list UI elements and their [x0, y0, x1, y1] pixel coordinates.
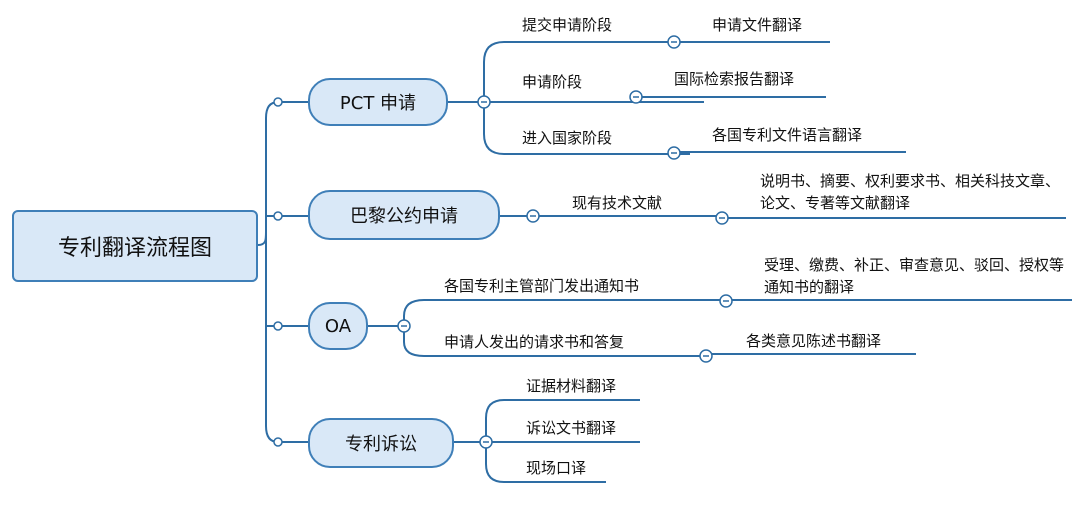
branch-pct[interactable]: PCT 申请: [308, 78, 448, 126]
branch-link-lines: [282, 101, 308, 443]
branch-oa[interactable]: OA: [308, 302, 368, 350]
pct-leaf-underlines: [635, 41, 906, 153]
topic-pct-submit[interactable]: 提交申请阶段: [522, 16, 613, 34]
topic-paris-prior-art-leaf[interactable]: 说明书、摘要、权利要求书、相关科技文章、论文、专著等文献翻译: [760, 172, 1061, 212]
topic-litigation-evidence[interactable]: 证据材料翻译: [526, 377, 617, 395]
topic-pct-apply[interactable]: 申请阶段: [522, 73, 583, 91]
branch-paris[interactable]: 巴黎公约申请: [308, 190, 500, 240]
root-topic[interactable]: 专利翻译流程图: [12, 210, 258, 282]
topic-pct-national-leaf[interactable]: 各国专利文件语言翻译: [712, 126, 863, 144]
topic-oa-reply-leaf[interactable]: 各类意见陈述书翻译: [746, 332, 882, 350]
topic-litigation-documents[interactable]: 诉讼文书翻译: [526, 419, 617, 437]
expand-toggle-paris[interactable]: [273, 211, 283, 221]
branch-pct-label: PCT 申请: [339, 93, 417, 114]
paris-sub-lines: [500, 215, 1066, 219]
pct-sub-lines: [448, 41, 704, 155]
trunk-line: [257, 101, 279, 443]
topic-pct-apply-leaf[interactable]: 国际检索报告翻译: [674, 70, 795, 88]
litigation-sub-lines: [454, 399, 640, 483]
topic-litigation-interpreting[interactable]: 现场口译: [526, 459, 587, 477]
oa-sub-lines: [368, 299, 1072, 357]
topic-pct-national[interactable]: 进入国家阶段: [522, 129, 613, 147]
collapse-toggles: [397, 35, 733, 449]
branch-oa-label: OA: [324, 315, 352, 337]
branch-litigation[interactable]: 专利诉讼: [308, 418, 454, 468]
branch-litigation-label: 专利诉讼: [345, 434, 417, 455]
branch-paris-label: 巴黎公约申请: [350, 206, 458, 227]
topic-paris-prior-art[interactable]: 现有技术文献: [572, 194, 663, 212]
topic-oa-notice[interactable]: 各国专利主管部门发出通知书: [444, 277, 640, 295]
root-topic-label: 专利翻译流程图: [57, 236, 212, 261]
topic-pct-submit-leaf[interactable]: 申请文件翻译: [712, 16, 803, 34]
expand-toggle-pct[interactable]: [273, 97, 283, 107]
expand-toggle-litigation[interactable]: [273, 437, 283, 447]
collapse-minus-signs: [401, 41, 729, 443]
expand-toggle-oa[interactable]: [273, 321, 283, 331]
topic-oa-notice-leaf[interactable]: 受理、缴费、补正、审查意见、驳回、授权等通知书的翻译: [764, 256, 1065, 296]
topic-oa-reply[interactable]: 申请人发出的请求书和答复: [444, 333, 625, 351]
